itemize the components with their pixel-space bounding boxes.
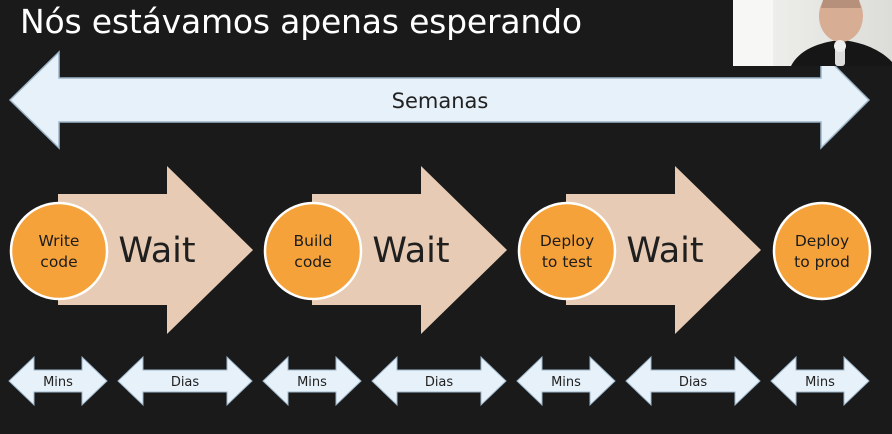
duration-label: Mins [297,375,327,390]
step-circle [9,201,109,301]
duration-label: Mins [551,375,581,390]
step-circle [772,201,872,301]
step-label: code [40,253,77,271]
step-label: to prod [794,253,850,271]
wait-arrow [312,166,507,334]
duration-arrow: Dias [117,355,253,407]
duration-label: Mins [43,375,73,390]
step-label: Deploy [795,232,849,250]
wait-label: Wait [118,231,195,271]
step-node: Write code [9,201,109,301]
step-node: Deploy to prod [772,201,872,301]
step-label: Write [39,232,80,250]
duration-arrow: Mins [262,355,362,407]
timeline-label: Semanas [392,89,489,113]
slide-title: Nós estávamos apenas esperando [20,2,582,41]
duration-arrow: Mins [8,355,108,407]
duration-arrow: Dias [625,355,761,407]
duration-label: Dias [425,375,454,390]
wait-arrow [566,166,761,334]
duration-arrow: Dias [371,355,507,407]
step-label: to test [542,253,592,271]
step-label: Build [294,232,333,250]
step-node: Deploy to test [517,201,617,301]
wait-label: Wait [626,231,703,271]
wait-arrow [58,166,253,334]
duration-label: Dias [679,375,708,390]
step-circle [263,201,363,301]
duration-label: Mins [805,375,835,390]
step-label: Deploy [540,232,594,250]
wait-label: Wait [372,231,449,271]
duration-arrow: Mins [770,355,870,407]
step-label: code [294,253,331,271]
timeline-arrow [8,50,871,150]
step-node: Build code [263,201,363,301]
step-circle [517,201,617,301]
duration-arrow: Mins [516,355,616,407]
presenter-webcam [733,0,892,66]
duration-label: Dias [171,375,200,390]
